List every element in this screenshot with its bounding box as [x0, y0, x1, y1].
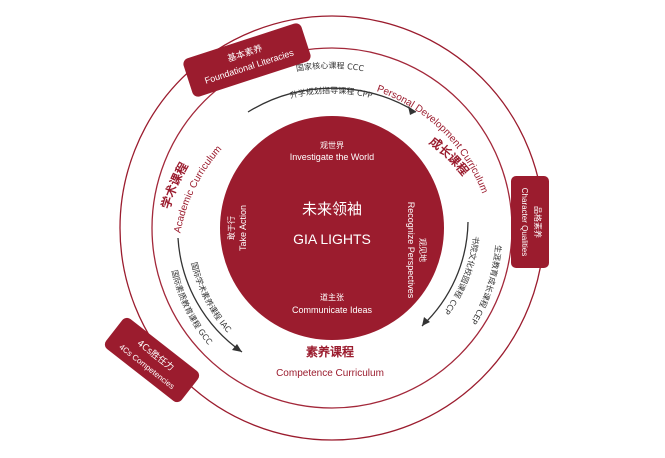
inner-right-cn: 观见地	[418, 238, 428, 262]
inner-bottom-en: Communicate Ideas	[292, 305, 373, 315]
badge-foundational: 基本素养 Foundational Literacies	[183, 23, 311, 97]
center-title-cn: 未来领袖	[302, 200, 362, 218]
center-title-en: GIA LIGHTS	[293, 231, 371, 247]
arrow-head-left	[232, 344, 242, 352]
arrow-head-right	[422, 317, 430, 326]
arc-arrow-right	[421, 221, 469, 327]
badge-character-cn: 品格素养	[533, 206, 543, 238]
inner-right-en: Recognize Perspectives	[406, 202, 416, 299]
badge-character-en: Character Qualities	[520, 188, 529, 256]
badge-character: 品格素养 Character Qualities	[511, 176, 549, 268]
inner-top-en: Investigate the World	[290, 152, 374, 162]
inner-left-en: Take Action	[238, 205, 248, 251]
arrow-head-top	[408, 106, 416, 115]
label-ccp: 书院文化校园课程 CCP	[442, 236, 481, 317]
label-academic-en: Academic Curriculum	[172, 144, 224, 234]
badge-competencies: 4Cs胜任力 4Cs Competencies	[104, 317, 200, 403]
label-ccc: 国家核心课程 CCC	[295, 60, 365, 73]
inner-bottom-cn: 道主张	[320, 292, 344, 302]
label-competence-en: Competence Curriculum	[276, 368, 384, 379]
arc-arrow-left	[177, 237, 243, 353]
core-circle	[220, 116, 444, 340]
label-cpp: 升学规划指导课程 CPP	[289, 85, 373, 100]
inner-top-cn: 观世界	[320, 140, 344, 150]
label-competence-cn: 素养课程	[306, 344, 354, 359]
inner-left-cn: 敢于行	[226, 216, 236, 240]
arc-arrow-top	[247, 87, 417, 113]
